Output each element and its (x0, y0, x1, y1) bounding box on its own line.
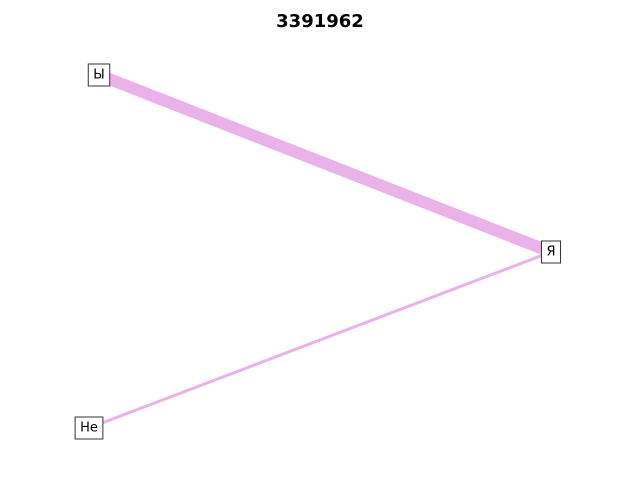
nodes-layer: Ы Я Не (74, 63, 562, 440)
node-я: Я (540, 240, 562, 264)
node-label: Я (546, 245, 555, 260)
edge-не-я (87, 250, 553, 430)
node-label: Ы (93, 68, 104, 83)
node-ы: Ы (87, 63, 111, 87)
node-box (540, 240, 562, 264)
node-box (74, 416, 104, 440)
node-не: Не (74, 416, 104, 440)
chart-title: 3391962 (276, 11, 364, 32)
edge-ы-я (93, 69, 557, 258)
node-label: Не (80, 421, 98, 436)
edges-layer (87, 69, 557, 430)
node-box (87, 63, 111, 87)
